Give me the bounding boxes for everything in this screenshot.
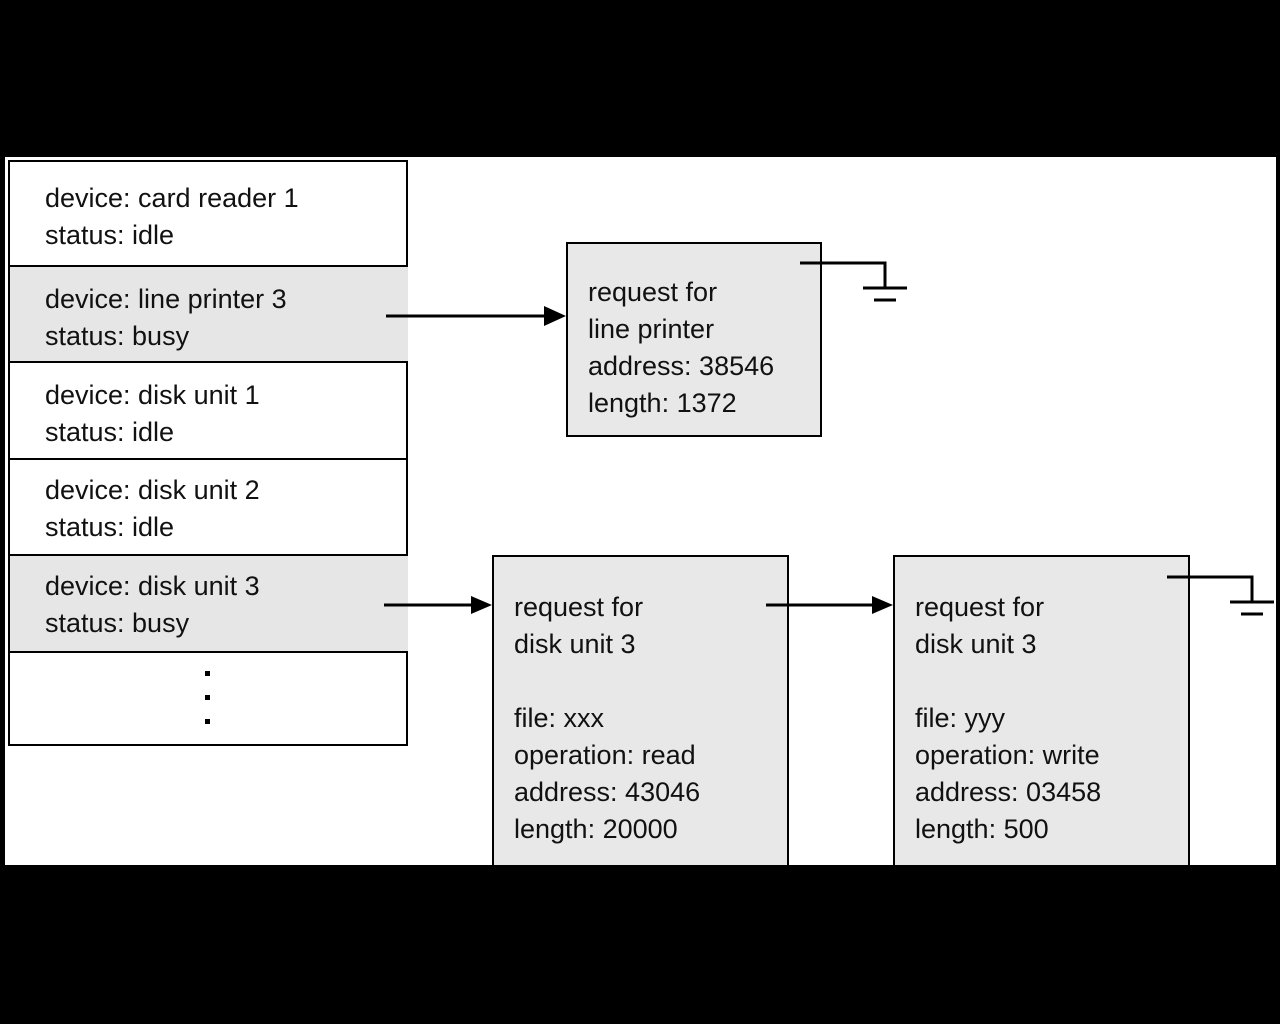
request-file: file: yyy xyxy=(915,703,1006,733)
device-name: device: disk unit 3 xyxy=(45,571,260,601)
device-name: device: card reader 1 xyxy=(45,183,299,213)
device-status: status: busy xyxy=(45,321,190,351)
device-status: status: busy xyxy=(45,608,190,638)
request-address: address: 43046 xyxy=(514,777,701,807)
device-row-line-printer: device: line printer 3 status: busy xyxy=(10,267,408,363)
device-row-more xyxy=(10,653,408,744)
request-spacer xyxy=(514,663,700,700)
request-operation: operation: write xyxy=(915,740,1100,770)
request-length: length: 1372 xyxy=(588,388,737,418)
request-line: request for xyxy=(514,592,644,622)
device-status: status: idle xyxy=(45,417,175,447)
device-status: status: idle xyxy=(45,220,175,250)
request-line: disk unit 3 xyxy=(915,629,1037,659)
device-row-card-reader: device: card reader 1 status: idle xyxy=(10,162,408,267)
device-name: device: disk unit 2 xyxy=(45,475,260,505)
device-status-table: device: card reader 1 status: idle devic… xyxy=(8,160,408,746)
request-operation: operation: read xyxy=(514,740,696,770)
request-address: address: 03458 xyxy=(915,777,1102,807)
request-length: length: 500 xyxy=(915,814,1049,844)
vertical-ellipsis-icon xyxy=(205,671,211,731)
request-disk-write: request for disk unit 3 file: yyy operat… xyxy=(893,555,1190,867)
request-line-printer: request for line printer address: 38546 … xyxy=(566,242,822,437)
request-address: address: 38546 xyxy=(588,351,775,381)
device-row-disk-unit-1: device: disk unit 1 status: idle xyxy=(10,363,408,460)
device-status: status: idle xyxy=(45,512,175,542)
request-disk-read: request for disk unit 3 file: xxx operat… xyxy=(492,555,789,867)
device-name: device: line printer 3 xyxy=(45,284,287,314)
request-line: request for xyxy=(915,592,1045,622)
request-line: request for xyxy=(588,277,718,307)
device-row-disk-unit-3: device: disk unit 3 status: busy xyxy=(10,556,408,653)
device-name: device: disk unit 1 xyxy=(45,380,260,410)
request-spacer xyxy=(915,663,1101,700)
request-line: disk unit 3 xyxy=(514,629,636,659)
device-row-disk-unit-2: device: disk unit 2 status: idle xyxy=(10,460,408,556)
request-length: length: 20000 xyxy=(514,814,678,844)
request-file: file: xxx xyxy=(514,703,605,733)
request-line: line printer xyxy=(588,314,715,344)
